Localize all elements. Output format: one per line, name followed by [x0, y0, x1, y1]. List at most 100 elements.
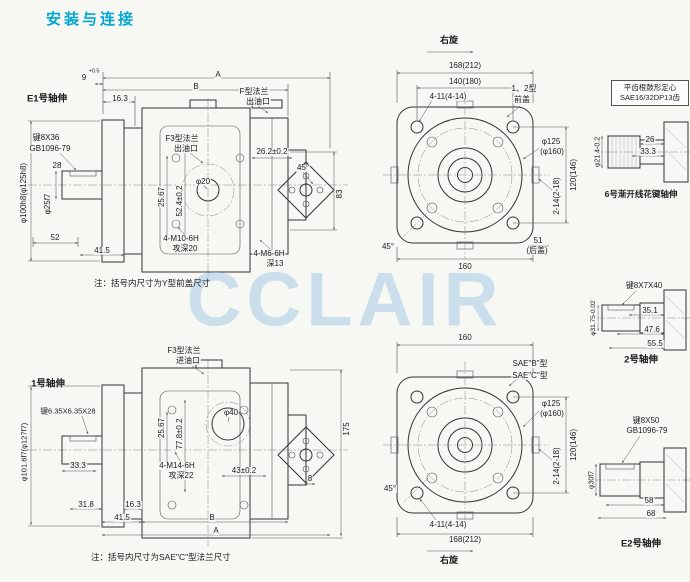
shaft1-label: φ40: [222, 408, 240, 417]
e1-label: 83: [335, 188, 344, 200]
e1-label: φ20: [194, 177, 212, 186]
e1-label: 4-M6-6H: [252, 249, 286, 258]
e2-label: 键8X50: [631, 416, 661, 425]
e1-label: 9: [80, 73, 88, 82]
front-top-drawing: [383, 51, 569, 262]
front_bottom-label: 160: [457, 333, 473, 342]
shaft1-label: 77.8±0.2: [175, 417, 184, 451]
note-bottom: 注：括号内尺寸为SAE"C"型法兰尺寸: [91, 552, 231, 562]
shaft1-label: 攻深22: [167, 471, 195, 480]
shaft1-label: 33.3: [69, 461, 87, 470]
spline6-label: 33.3: [639, 147, 657, 156]
spline6-note-box: 平齿根鼓形定心 SAE16/32DP13齿: [611, 80, 689, 107]
e1-label: A: [214, 70, 222, 79]
shaft1-label: 175: [342, 421, 351, 437]
front_top-label: 168(212): [447, 61, 483, 70]
e1-label: 52: [49, 233, 61, 242]
shaft1-label: 8: [306, 474, 314, 483]
front_bottom-label: 120(146): [569, 427, 578, 463]
front_bottom-label: 4-11(4-14): [428, 520, 468, 529]
e2-label: 58: [643, 496, 655, 505]
e2-label: 68: [645, 509, 657, 518]
shaft1-label: 25.67: [157, 416, 166, 440]
e1-label: φ25f7: [43, 192, 52, 216]
front_bottom-label: 2-14(2-18): [552, 446, 561, 486]
front_bottom-label: SAE"B"型: [511, 359, 549, 368]
front_top-label: 1、2型: [510, 84, 538, 93]
e2-drawing: [592, 435, 690, 519]
shaft2-label: φ31.75-0.02: [589, 299, 598, 337]
e1-label: 攻深20: [171, 244, 199, 253]
e1-label: F型法兰: [238, 87, 270, 96]
shaft1-label: 43±0.2: [230, 466, 258, 475]
e1-view-name: E1号轴伸: [26, 93, 68, 105]
front_bottom-label: 45°: [382, 484, 398, 493]
shaft1-view-drawing: [28, 359, 348, 546]
front-bottom-drawing: [383, 342, 569, 552]
e1-label: 16.3: [111, 94, 129, 103]
spline6-view-name: 6号渐开线花键轴伸: [604, 189, 678, 200]
e1-label: φ100h8(φ125h8): [19, 161, 28, 225]
rotation-label-bottom: 右旋: [439, 554, 459, 565]
front_bottom-label: φ125: [540, 399, 562, 408]
front_top-label: (后盖): [525, 246, 549, 255]
shaft2-view-name: 2号轴伸: [624, 354, 658, 366]
front_top-label: (φ160): [539, 147, 565, 156]
rotation-label-top: 右旋: [439, 34, 459, 45]
shaft2-label: 35.1: [641, 306, 659, 315]
e1-label: 出油口: [173, 144, 199, 153]
shaft2-drawing: [592, 289, 690, 351]
e1-label: 深13: [265, 259, 285, 268]
e1-label: 26.2±0.2: [255, 147, 289, 156]
note-top: 注：括号内尺寸为Y型前盖尺寸: [94, 278, 211, 288]
shaft1-label: 31.8: [77, 500, 95, 509]
e1-label: B: [192, 82, 200, 91]
shaft1-label: φ101.6f7(φ127f7): [19, 421, 29, 483]
shaft2-label: 47.6: [643, 325, 661, 334]
e1-label: 25.67: [157, 185, 166, 209]
shaft1-label: A: [212, 526, 220, 535]
e2-label: φ30f7: [588, 469, 596, 491]
shaft1-label: 键6.35X6.35X28: [39, 406, 97, 416]
e2-view-name: E2号轴伸: [620, 538, 662, 550]
e1-label: 28: [51, 161, 63, 170]
shaft1-label: B: [208, 513, 216, 522]
shaft1-label: 16.3: [124, 500, 142, 509]
shaft1-label: F3型法兰: [166, 346, 202, 355]
e1-label: 52.4±0.2: [175, 184, 184, 218]
front_top-label: 45°: [380, 242, 396, 251]
e1-label: 出油口: [245, 97, 271, 106]
e1-label: GB1096-79: [28, 144, 72, 153]
front_bottom-label: SAE"C"型: [511, 371, 549, 380]
front_top-label: 前盖: [513, 95, 531, 104]
e1-label: 键8X36: [31, 133, 61, 142]
shaft1-view-name: 1号轴伸: [31, 378, 65, 390]
page-title: 安装与连接: [46, 11, 137, 28]
e1-label: F3型法兰: [164, 134, 200, 143]
front_top-label: 160: [457, 262, 473, 271]
spline6-label: 26: [644, 135, 656, 144]
e1-label: 45°: [295, 163, 311, 172]
front_bottom-label: (φ160): [539, 409, 565, 418]
front_bottom-label: 168(212): [447, 535, 483, 544]
front_top-label: 120(146): [569, 157, 578, 193]
spline6-note-line2: SAE16/32DP13齿: [619, 93, 681, 103]
spline6-note-line1: 平齿根鼓形定心: [623, 83, 677, 92]
e1-label: 41.5: [93, 246, 111, 255]
front_top-label: 4-11(4-14): [428, 92, 468, 101]
shaft1-label: 进油口: [175, 356, 201, 365]
e1-label: 4-M10-6H: [162, 234, 200, 243]
shaft2-label: 55.5: [646, 339, 664, 348]
shaft1-label: 41.5: [113, 513, 131, 522]
shaft1-label: 4-M14-6H: [158, 461, 196, 470]
shaft2-label: 键8X7X40: [624, 281, 664, 290]
front_top-label: 140(180): [447, 77, 483, 86]
front_top-label: 2-14(2-18): [552, 176, 561, 216]
front_top-label: 51: [532, 236, 544, 245]
e1-label: +0.5: [87, 68, 101, 75]
spline6-label: φ21.4-0.2: [594, 135, 602, 169]
e2-label: GB1096-79: [625, 426, 669, 435]
